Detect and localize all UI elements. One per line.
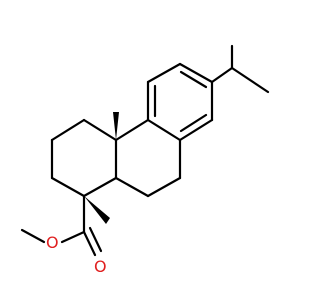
ring-b-bond-2 — [146, 176, 182, 198]
saturated-ring — [50, 118, 118, 198]
ring-b-bond-5 — [114, 118, 150, 142]
ester-oxygen-label: O — [46, 233, 59, 252]
aromatic-bond-2-inner — [179, 113, 208, 133]
ester-o-bond — [60, 230, 86, 244]
ring-a-bond-5 — [82, 176, 118, 198]
methoxy-bond — [20, 228, 46, 244]
ester-group: O O — [20, 194, 107, 276]
carbonyl-bond-double — [88, 226, 103, 253]
middle-ring — [114, 118, 182, 198]
aromatic-bond-5 — [146, 62, 182, 84]
aromatic-bond-2 — [178, 118, 214, 142]
ring-a-bond-4 — [50, 176, 86, 198]
aromatic-bond-3 — [146, 118, 182, 142]
aromatic-bond-6 — [178, 62, 214, 84]
carbonyl-oxygen-label: O — [94, 257, 107, 276]
angular-methyl — [113, 112, 119, 140]
c1-methyl-wedge — [84, 196, 110, 224]
isopropyl-methyl-bond-right — [230, 66, 270, 94]
carbonyl-bond — [82, 230, 97, 257]
aromatic-ring — [146, 62, 214, 142]
ring-a-bond-2 — [50, 118, 86, 142]
angular-methyl-wedge — [113, 112, 119, 140]
isopropyl-methyl-bond-left — [210, 66, 234, 84]
c1-methyl — [84, 196, 110, 224]
isopropyl-group — [210, 44, 270, 94]
chemical-structure-diagram: O O — [20, 44, 270, 276]
ring-b-bond-3 — [114, 176, 150, 198]
ring-a-bond-1 — [82, 118, 118, 142]
aromatic-bond-6-inner — [179, 70, 208, 89]
